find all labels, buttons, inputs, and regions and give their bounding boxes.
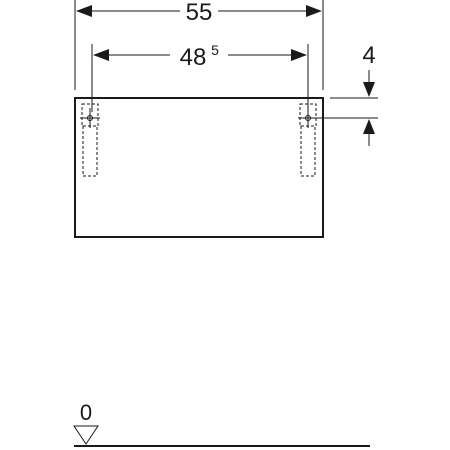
arrow-left-icon	[93, 49, 109, 61]
top-offset-label: 4	[362, 42, 375, 69]
left-mounting-bracket	[80, 103, 100, 177]
inner-width-dimension: 48 5	[91, 42, 309, 112]
top-offset-dimension: 4	[318, 42, 378, 146]
right-mounting-bracket	[298, 103, 318, 177]
inner-width-label: 48	[180, 44, 207, 71]
floor-level-label: 0	[80, 400, 92, 425]
arrow-up-icon	[363, 119, 375, 134]
overall-width-dimension: 55	[74, 0, 324, 90]
arrow-down-icon	[363, 82, 375, 97]
inner-width-superscript: 5	[211, 42, 219, 58]
arrow-left-icon	[76, 5, 92, 17]
floor-level-reference: 0	[73, 400, 370, 447]
overall-width-label: 55	[186, 0, 213, 26]
level-marker-icon	[73, 425, 99, 445]
cabinet-outline	[74, 97, 324, 238]
arrow-right-icon	[291, 49, 307, 61]
arrow-right-icon	[306, 5, 322, 17]
